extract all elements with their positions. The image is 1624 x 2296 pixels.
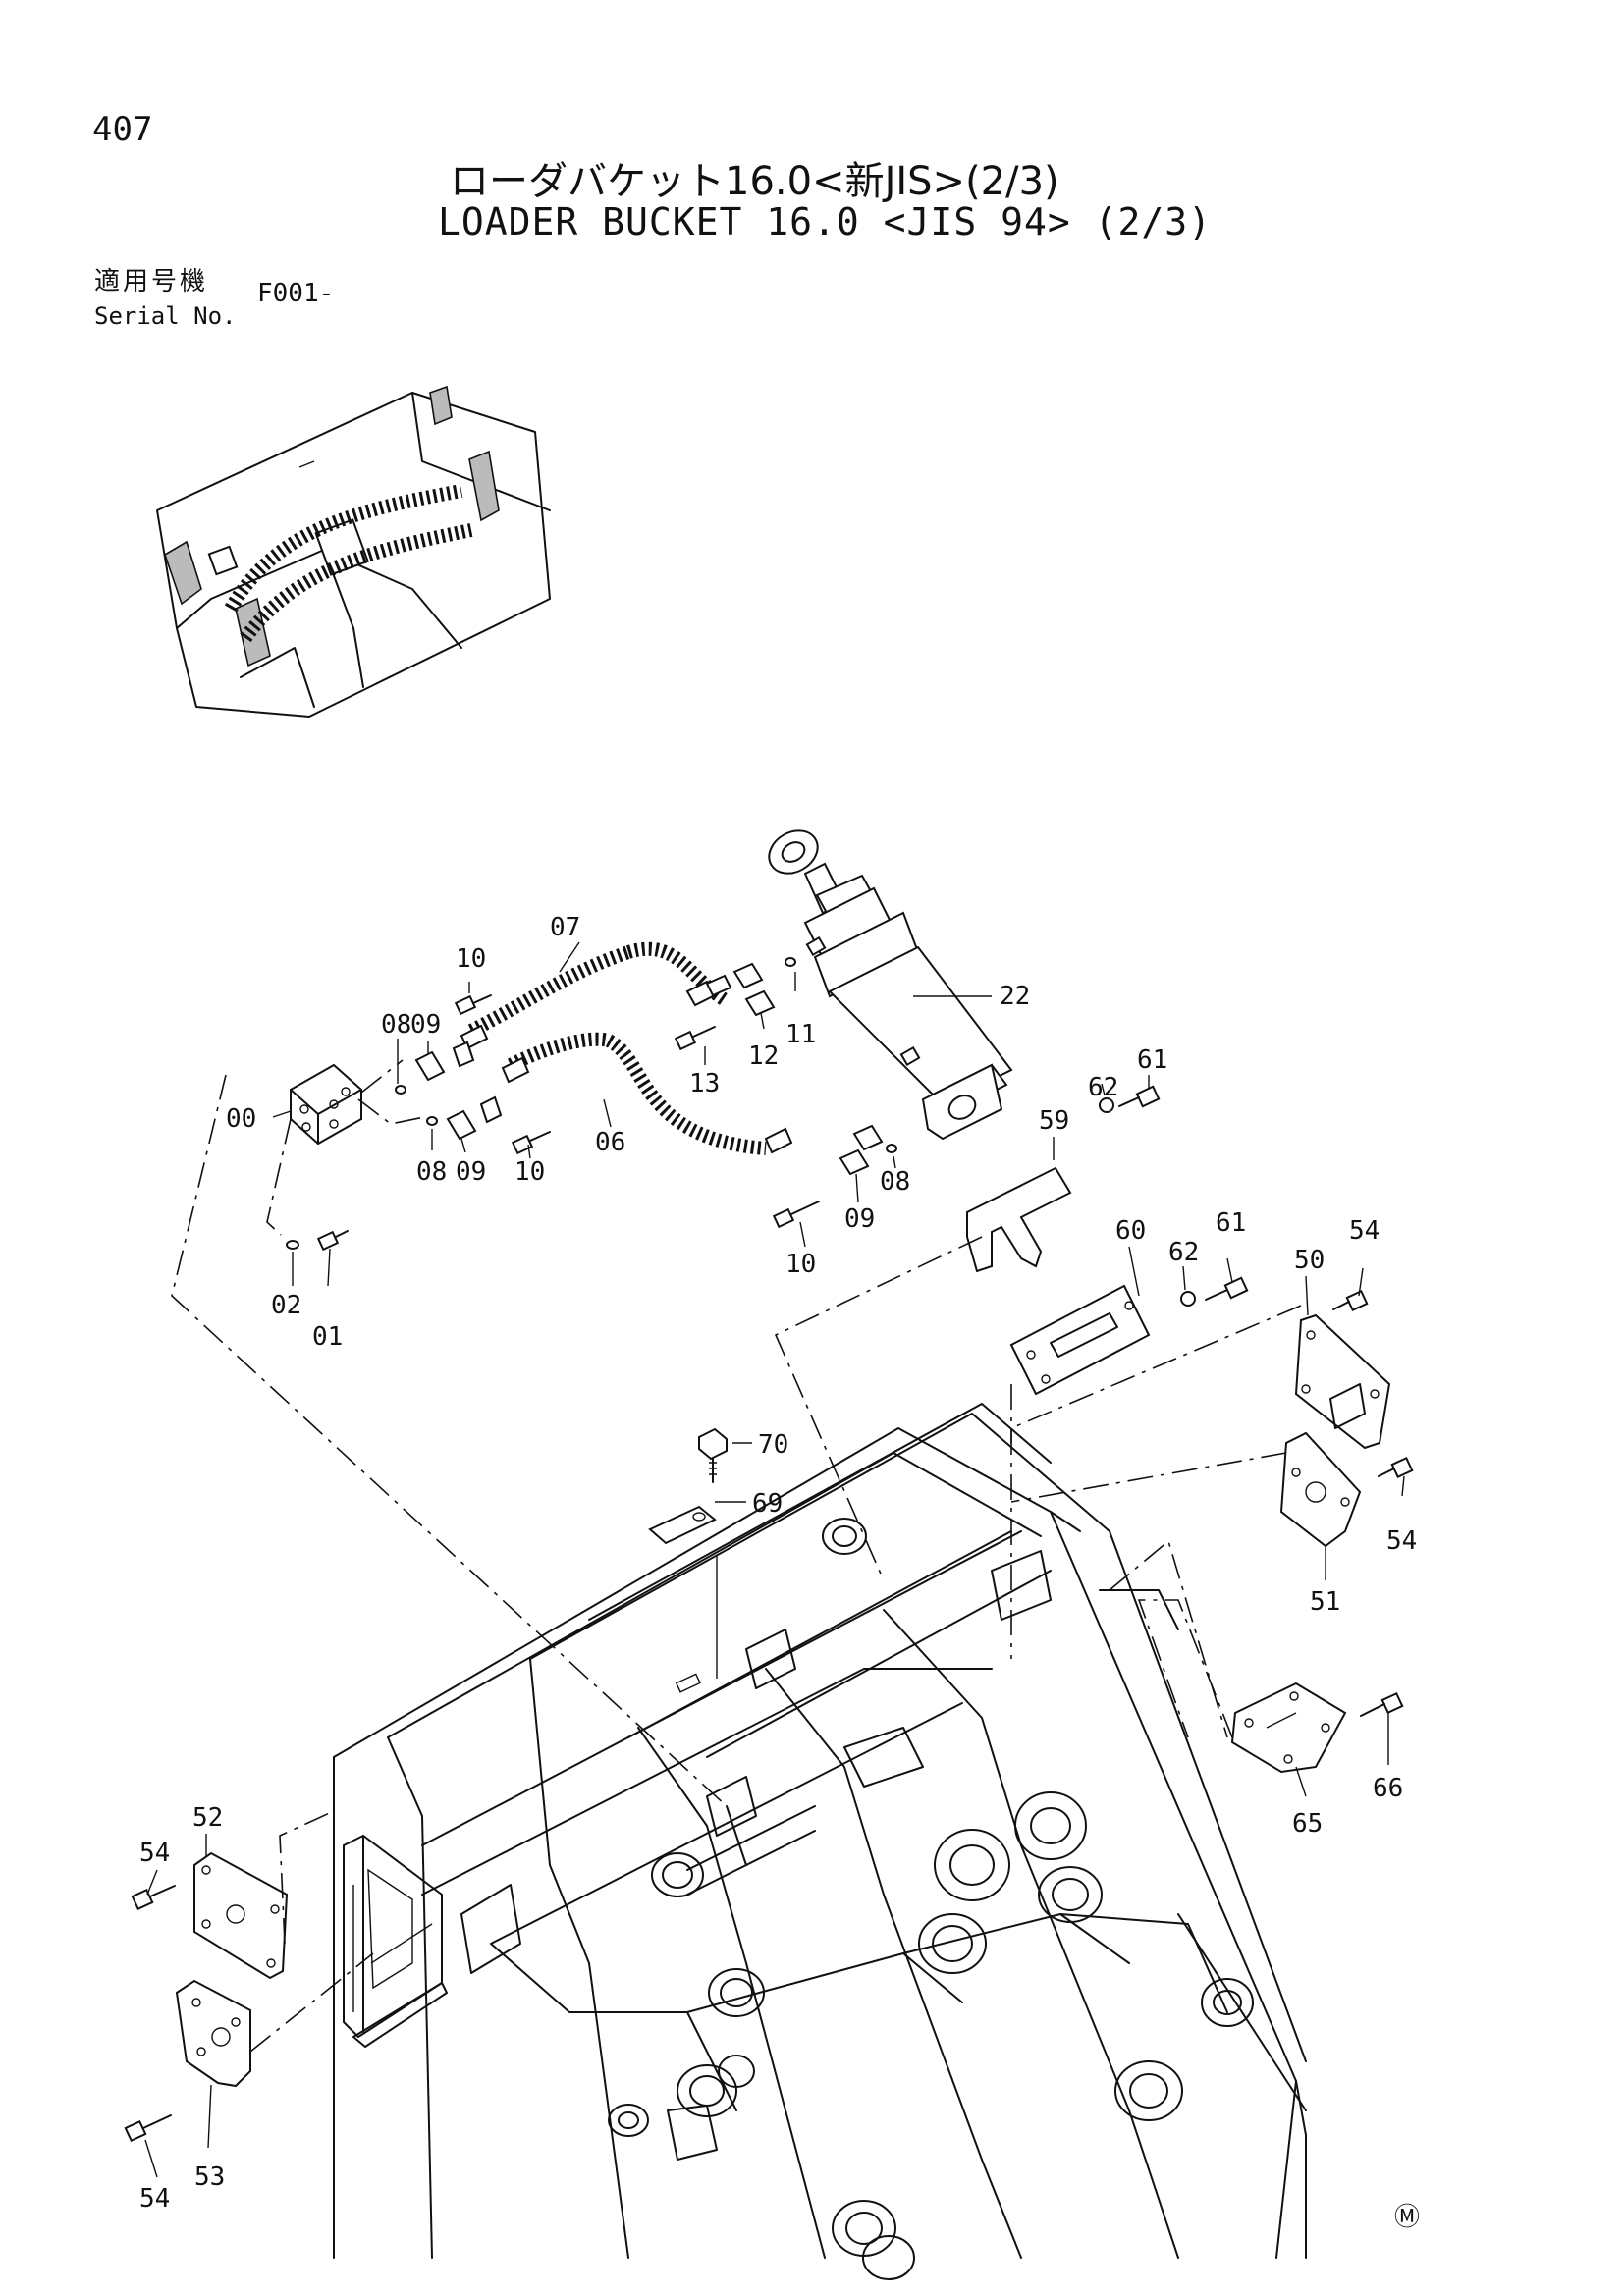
assembly-lines — [171, 1059, 1302, 2053]
callout-10-a: 10 — [456, 944, 486, 974]
washer-02 — [286, 1240, 299, 1250]
cover-50 — [1294, 1313, 1391, 1450]
cover-51 — [1279, 1431, 1362, 1548]
callout-52: 52 — [192, 1803, 223, 1833]
page-number: 407 — [92, 110, 153, 149]
callout-08-c: 08 — [880, 1167, 910, 1197]
callout-70: 70 — [758, 1430, 788, 1460]
callout-69: 69 — [752, 1489, 783, 1519]
callout-11: 11 — [785, 1020, 816, 1049]
block-00 — [290, 1063, 362, 1146]
hardware-61-62 — [1099, 1085, 1249, 1307]
serial-label-english: Serial No. — [94, 302, 237, 330]
callout-54-c: 54 — [139, 1839, 170, 1868]
callout-65: 65 — [1292, 1809, 1323, 1839]
fittings — [286, 957, 897, 1252]
callout-08-b: 08 — [416, 1157, 447, 1187]
callout-08-a: 08 — [381, 1010, 411, 1040]
callout-13: 13 — [689, 1069, 720, 1098]
serial-label-japanese: 適用号機 — [94, 267, 209, 296]
callout-61-b: 61 — [1216, 1208, 1246, 1238]
bolt-70-plate-69 — [648, 1427, 728, 1545]
callout-61-a: 61 — [1137, 1045, 1167, 1075]
cylinder-22 — [768, 829, 1013, 1141]
callout-12: 12 — [748, 1041, 779, 1071]
title-japanese: ローダバケット16.0<新JIS>(2/3) — [450, 159, 1059, 204]
callout-09-a: 09 — [410, 1010, 441, 1040]
plate-59 — [966, 1166, 1072, 1273]
cover-65 — [1230, 1682, 1404, 1774]
callout-53: 53 — [194, 2163, 225, 2192]
callout-54-b: 54 — [1386, 1526, 1417, 1556]
bolt-10-b — [511, 1131, 551, 1155]
callout-62-b: 62 — [1168, 1238, 1199, 1267]
callout-22: 22 — [1000, 982, 1030, 1011]
bolts-54-right — [1332, 1289, 1414, 1479]
cover-52 — [193, 1851, 289, 1980]
callout-10-c: 10 — [785, 1250, 816, 1279]
plate-60 — [1009, 1284, 1151, 1396]
callout-54-d: 54 — [139, 2184, 170, 2214]
left-mount-block — [343, 1835, 448, 2048]
callout-51: 51 — [1310, 1587, 1340, 1617]
callout-59: 59 — [1039, 1106, 1069, 1136]
bucket-frame — [333, 1403, 1307, 2259]
cover-53 — [175, 1979, 251, 2088]
callout-01: 01 — [312, 1322, 343, 1352]
callout-60: 60 — [1115, 1216, 1146, 1246]
callout-06: 06 — [595, 1128, 625, 1157]
callout-09-c: 09 — [844, 1204, 875, 1234]
hose-07 — [460, 941, 732, 1050]
callout-62-a: 62 — [1088, 1073, 1118, 1102]
title-english: LOADER BUCKET 16.0 <JIS 94> (2/3) — [438, 200, 1212, 243]
callout-09-b: 09 — [456, 1157, 486, 1187]
callout-66: 66 — [1373, 1774, 1403, 1803]
bolt-10-a — [454, 994, 492, 1016]
bolt-01 — [316, 1230, 349, 1252]
callout-54-a: 54 — [1349, 1216, 1380, 1246]
serial-value: F001- — [257, 279, 335, 308]
pin-bosses — [608, 1518, 1254, 2280]
callout-00: 00 — [226, 1104, 256, 1134]
manufacturer-mark: Ⓜ — [1394, 2203, 1421, 2232]
bolts-54-left — [124, 1885, 176, 2143]
callout-07: 07 — [550, 913, 580, 942]
callout-50: 50 — [1294, 1246, 1325, 1275]
bolt-13 — [674, 1026, 716, 1051]
callouts: 07 10 09 08 11 12 22 13 00 08 09 10 06 0… — [139, 913, 1417, 2214]
callout-10-b: 10 — [514, 1157, 545, 1187]
bolt-10-c — [772, 1201, 820, 1229]
callout-02: 02 — [271, 1291, 301, 1320]
hose-06 — [501, 1032, 793, 1155]
leader-lines — [144, 941, 1405, 2178]
overview-thumbnail — [156, 385, 551, 718]
